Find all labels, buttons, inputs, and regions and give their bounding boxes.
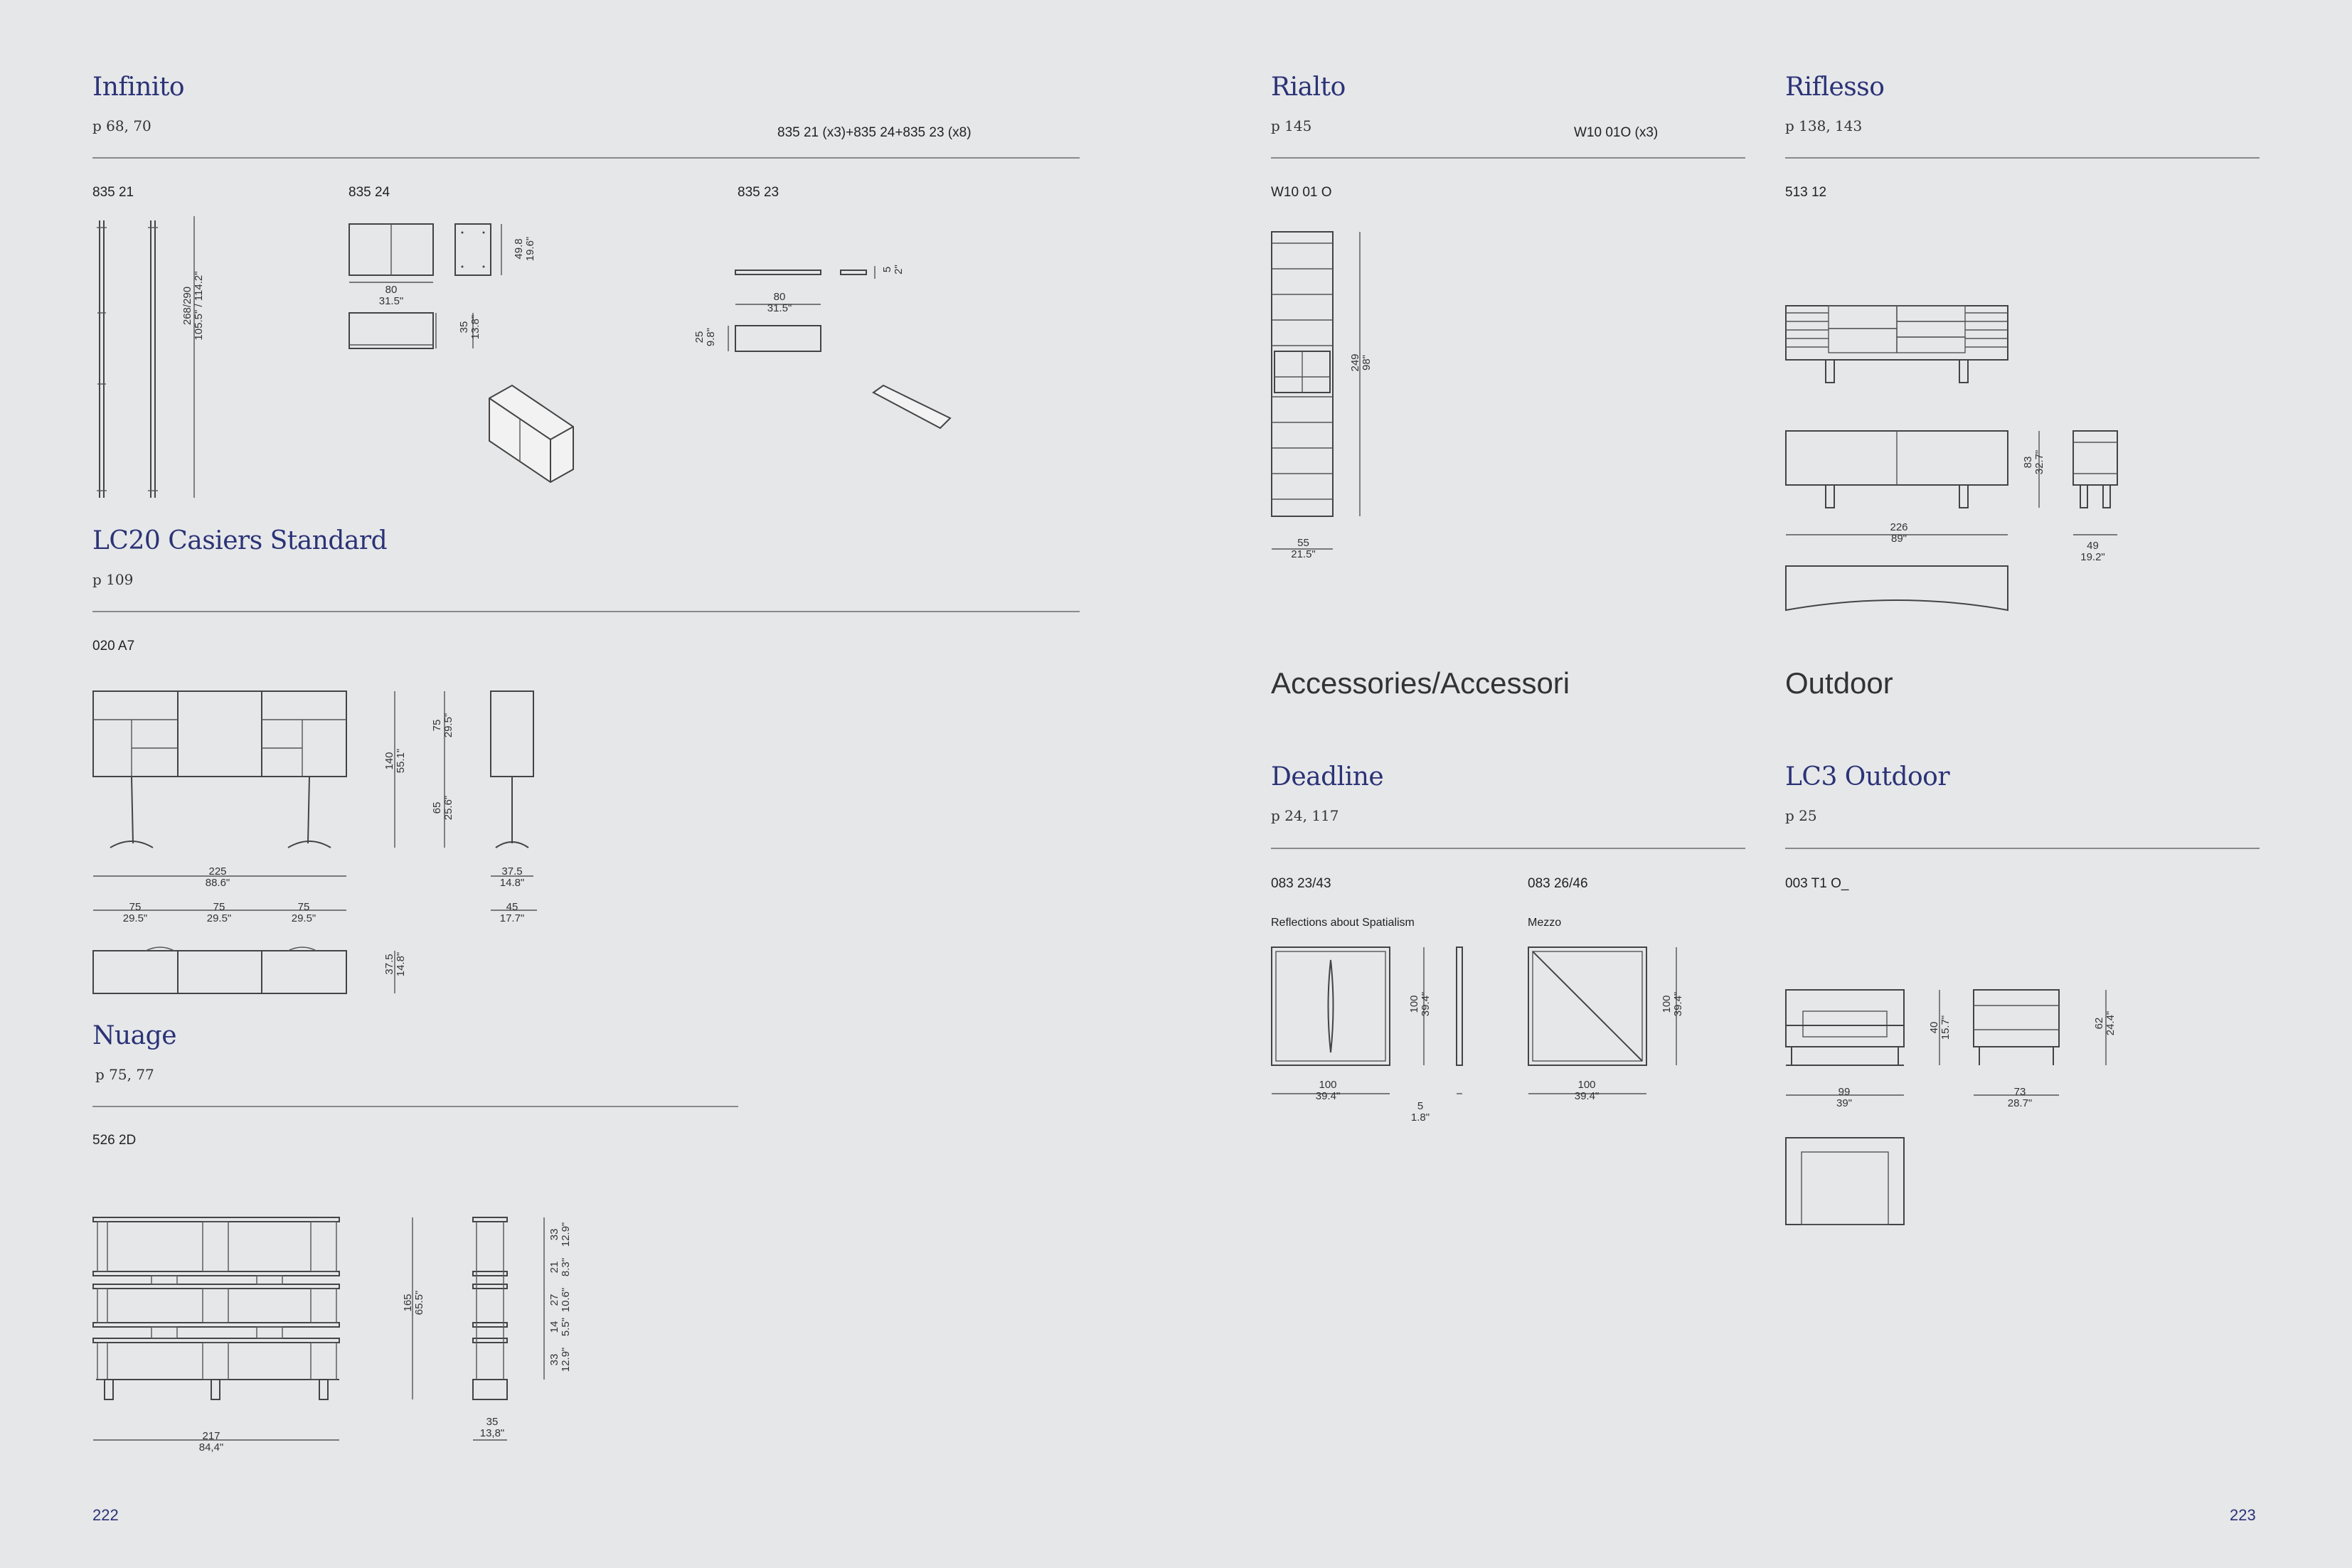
riflesso-code: 513 12 xyxy=(1785,185,1827,200)
page-number-left: 222 xyxy=(92,1506,119,1524)
lc3-rule xyxy=(1785,848,2260,849)
deadline-rule xyxy=(1271,848,1745,849)
outdoor-heading: Outdoor xyxy=(1785,666,1893,700)
infinito-pole-drawing xyxy=(97,216,195,498)
infinito-code-2: 835 24 xyxy=(348,185,390,200)
riflesso-pages: p 138, 143 xyxy=(1785,117,1863,134)
rialto-combo: W10 01O (x3) xyxy=(1574,125,1659,140)
infinito-combo: 835 21 (x3)+835 24+835 23 (x8) xyxy=(777,125,972,140)
infinito-title: Infinito xyxy=(92,73,185,102)
lc20-drawing xyxy=(92,690,537,994)
lc20-title: LC20 Casiers Standard xyxy=(92,526,388,555)
infinito-code-3: 835 23 xyxy=(738,185,779,200)
accessories-heading: Accessories/Accessori xyxy=(1271,666,1570,700)
infinito-rule xyxy=(92,157,1080,159)
rialto-title: Rialto xyxy=(1271,73,1346,102)
lc3-title: LC3 Outdoor xyxy=(1785,762,1950,791)
nuage-pages: p 75, 77 xyxy=(95,1066,154,1083)
rialto-code: W10 01 O xyxy=(1271,185,1332,200)
rialto-pages: p 145 xyxy=(1271,117,1312,134)
deadline-title: Deadline xyxy=(1271,762,1384,791)
lc3-code: 003 T1 O_ xyxy=(1785,876,1849,891)
nuage-rule xyxy=(92,1106,738,1107)
riflesso-drawing xyxy=(1785,305,2118,612)
nuage-title: Nuage xyxy=(92,1021,177,1050)
infinito-code-1: 835 21 xyxy=(92,185,134,200)
nuage-code: 526 2D xyxy=(92,1133,137,1148)
lc3-pages: p 25 xyxy=(1785,807,1817,824)
deadline-code-1: 083 23/43 xyxy=(1271,876,1331,891)
deadline-name-1: Reflections about Spatialism xyxy=(1271,917,1415,929)
nuage-drawing xyxy=(92,1217,545,1441)
lc20-pages: p 109 xyxy=(92,571,134,588)
deadline-code-2: 083 26/46 xyxy=(1528,876,1588,891)
infinito-cabinet-iso xyxy=(489,384,574,484)
lc20-code: 020 A7 xyxy=(92,639,135,654)
infinito-pages: p 68, 70 xyxy=(92,117,151,134)
lc20-rule xyxy=(92,611,1080,612)
riflesso-rule xyxy=(1785,157,2260,159)
infinito-shelf-drawing xyxy=(728,266,952,430)
deadline-name-2: Mezzo xyxy=(1528,917,1562,929)
rialto-drawing xyxy=(1271,231,1361,550)
page-number-right: 223 xyxy=(2230,1506,2256,1524)
deadline-drawing xyxy=(1271,946,1677,1094)
deadline-pages: p 24, 117 xyxy=(1271,807,1339,824)
riflesso-title: Riflesso xyxy=(1785,73,1885,102)
rialto-rule xyxy=(1271,157,1745,159)
lc3-drawing xyxy=(1785,989,2107,1225)
infinito-cabinet-front xyxy=(348,223,502,349)
